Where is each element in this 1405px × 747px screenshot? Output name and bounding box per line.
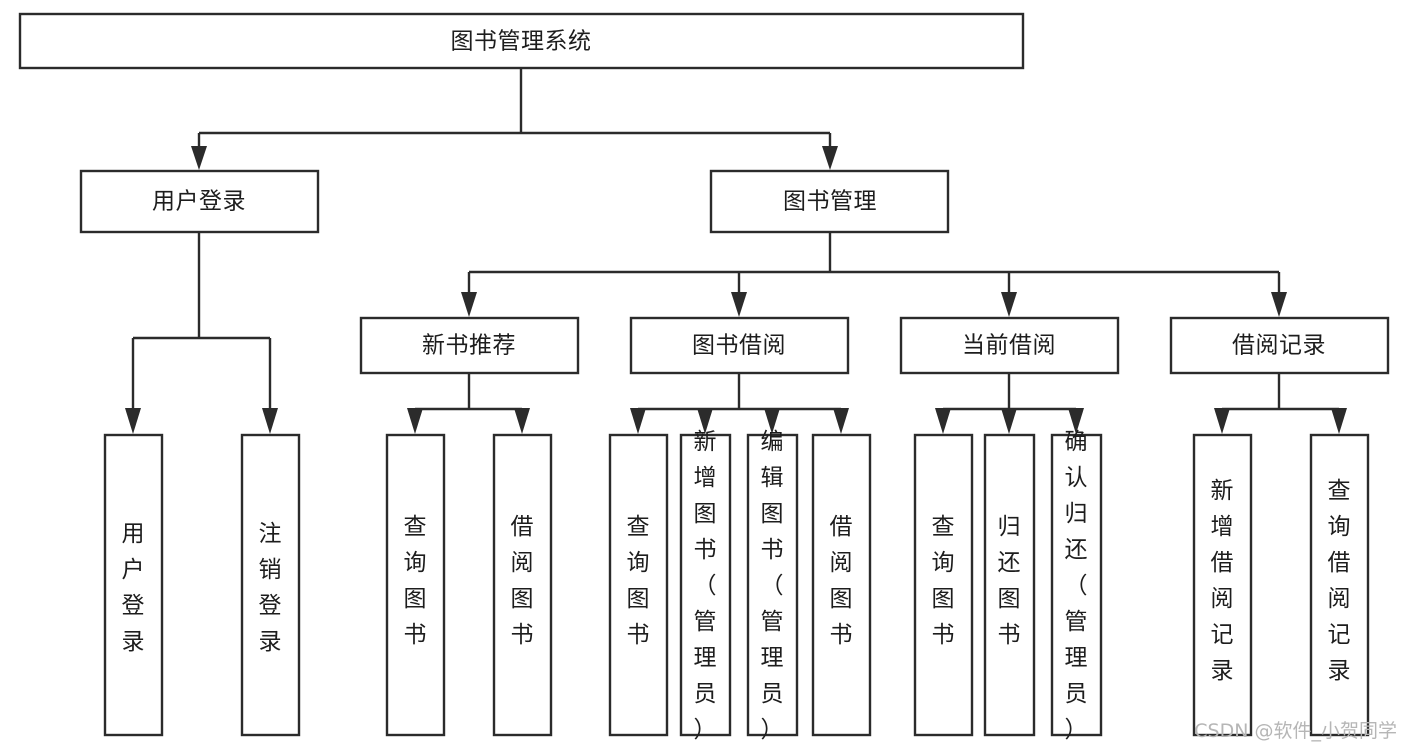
node-leaf-query-book-1[interactable]: 查询图书	[385, 433, 446, 737]
node-book-manage-box[interactable]	[709, 169, 950, 234]
node-leaf-borrow-book-1-label: 借阅图书	[511, 514, 534, 648]
node-leaf-query-book-1-box[interactable]	[385, 433, 446, 737]
node-leaf-query-book-3[interactable]: 查询图书	[913, 433, 974, 737]
node-borrow-record-label: 借阅记录	[1232, 333, 1326, 359]
node-current-borrow-label: 当前借阅	[962, 333, 1056, 359]
connector-group-current-borrow	[935, 373, 1084, 434]
node-leaf-logout-box[interactable]	[240, 433, 301, 737]
arrow-head-leaf-borrow-book-2	[833, 408, 849, 434]
node-root[interactable]: 图书管理系统	[18, 12, 1025, 70]
node-leaf-query-book-2[interactable]: 查询图书	[608, 433, 669, 737]
node-leaf-logout-label: 注销登录	[259, 521, 282, 655]
arrow-head-leaf-add-book	[697, 408, 713, 434]
node-root-label: 图书管理系统	[451, 29, 592, 55]
node-leaf-confirm-return-box[interactable]	[1050, 433, 1103, 737]
node-current-borrow-box[interactable]	[899, 316, 1120, 375]
node-leaf-edit-book-box[interactable]	[746, 433, 799, 737]
node-leaf-return-book[interactable]: 归还图书	[983, 433, 1036, 737]
node-leaf-borrow-book-2-box[interactable]	[811, 433, 872, 737]
node-book-borrow-box[interactable]	[629, 316, 850, 375]
connector-group-book-borrow	[630, 373, 849, 434]
connector-group-root	[191, 68, 838, 170]
connector-group-new-book-recommend	[407, 373, 530, 434]
node-leaf-edit-book-label: 编辑图书（管理员）	[761, 429, 784, 743]
node-leaf-logout[interactable]: 注销登录	[240, 433, 301, 737]
node-leaf-confirm-return[interactable]: 确认归还（管理员）	[1050, 429, 1103, 743]
arrow-head-new-book-recommend	[461, 292, 477, 317]
node-leaf-borrow-book-2[interactable]: 借阅图书	[811, 433, 872, 737]
node-leaf-query-book-3-label: 查询图书	[932, 514, 955, 648]
node-root-box[interactable]	[18, 12, 1025, 70]
arrow-head-leaf-logout	[262, 408, 278, 434]
node-new-book-recommend-box[interactable]	[359, 316, 580, 375]
arrow-head-leaf-query-book-2	[630, 408, 646, 434]
connector-group-book-manage	[461, 232, 1287, 317]
node-book-manage[interactable]: 图书管理	[709, 169, 950, 234]
node-leaf-add-record[interactable]: 新增借阅记录	[1192, 433, 1253, 737]
connector-group-borrow-record	[1214, 373, 1347, 434]
arrow-head-leaf-confirm-return	[1068, 408, 1084, 434]
node-borrow-record[interactable]: 借阅记录	[1169, 316, 1390, 375]
node-borrow-record-box[interactable]	[1169, 316, 1390, 375]
node-book-borrow-label: 图书借阅	[692, 333, 786, 359]
arrow-head-borrow-record	[1271, 292, 1287, 317]
node-book-manage-label: 图书管理	[783, 189, 877, 215]
node-current-borrow[interactable]: 当前借阅	[899, 316, 1120, 375]
node-user-login-label: 用户登录	[152, 189, 246, 215]
arrow-head-leaf-borrow-book-1	[514, 408, 530, 434]
node-user-login-box[interactable]	[79, 169, 320, 234]
node-leaf-return-book-box[interactable]	[983, 433, 1036, 737]
arrow-head-leaf-query-record	[1331, 408, 1347, 434]
node-leaf-borrow-book-1[interactable]: 借阅图书	[492, 433, 553, 737]
node-leaf-add-record-box[interactable]	[1192, 433, 1253, 737]
node-leaf-borrow-book-2-label: 借阅图书	[830, 514, 853, 648]
node-leaf-add-book-label: 新增图书（管理员）	[694, 429, 717, 743]
node-leaf-query-record[interactable]: 查询借阅记录	[1309, 433, 1370, 737]
arrow-head-leaf-add-record	[1214, 408, 1230, 434]
node-leaf-user-login-label: 用户登录	[122, 521, 145, 655]
node-leaf-add-book[interactable]: 新增图书（管理员）	[679, 429, 732, 743]
arrow-head-current-borrow	[1001, 292, 1017, 317]
node-leaf-borrow-book-1-box[interactable]	[492, 433, 553, 737]
arrow-head-book-manage	[822, 146, 838, 170]
arrow-head-leaf-return-book	[1001, 408, 1017, 434]
arrow-head-leaf-user-login	[125, 408, 141, 434]
node-leaf-query-book-2-box[interactable]	[608, 433, 669, 737]
arrow-head-book-borrow	[731, 292, 747, 317]
arrow-head-leaf-edit-book	[764, 408, 780, 434]
arrow-head-leaf-query-book-1	[407, 408, 423, 434]
node-leaf-add-book-box[interactable]	[679, 433, 732, 737]
node-book-borrow[interactable]: 图书借阅	[629, 316, 850, 375]
node-leaf-query-book-2-label: 查询图书	[627, 514, 650, 648]
csdn-watermark: CSDN @软件_小贺同学	[1194, 720, 1397, 742]
arrow-head-leaf-query-book-3	[935, 408, 951, 434]
arrow-head-user-login	[191, 146, 207, 170]
node-leaf-edit-book[interactable]: 编辑图书（管理员）	[746, 429, 799, 743]
node-leaf-add-record-label: 新增借阅记录	[1211, 478, 1234, 684]
node-leaf-query-record-box[interactable]	[1309, 433, 1370, 737]
connector-group-user-login	[125, 232, 278, 434]
node-leaf-user-login-box[interactable]	[103, 433, 164, 737]
node-leaf-query-record-label: 查询借阅记录	[1328, 478, 1351, 684]
node-user-login[interactable]: 用户登录	[79, 169, 320, 234]
node-leaf-user-login[interactable]: 用户登录	[103, 433, 164, 737]
node-new-book-recommend[interactable]: 新书推荐	[359, 316, 580, 375]
node-leaf-query-book-3-box[interactable]	[913, 433, 974, 737]
node-new-book-recommend-label: 新书推荐	[422, 333, 516, 359]
node-leaf-confirm-return-label: 确认归还（管理员）	[1065, 429, 1088, 743]
node-leaf-return-book-label: 归还图书	[998, 514, 1021, 648]
node-leaf-query-book-1-label: 查询图书	[404, 514, 427, 648]
